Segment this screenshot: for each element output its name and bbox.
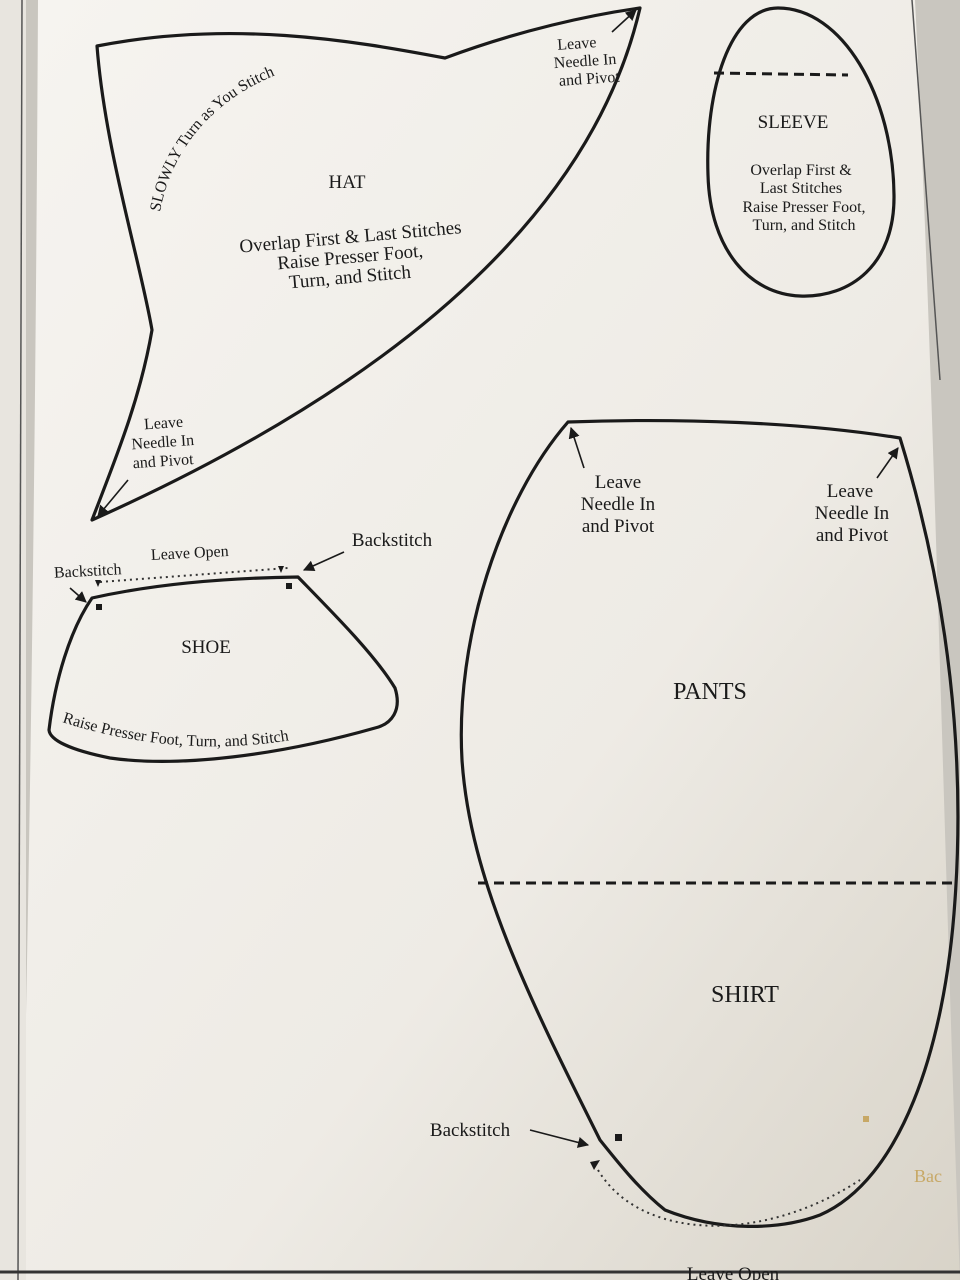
hat-pivot-bottom-arrow [97, 479, 129, 517]
page-border-right [911, 0, 941, 381]
shirt-backstitch-label: Backstitch [430, 1120, 511, 1141]
pants-shirt-outline [459, 418, 960, 1228]
hat-pivot-bottom-line-2: Needle In [131, 432, 195, 453]
shoe-title: SHOE [181, 637, 231, 658]
hat-pivot-top-arrow [611, 9, 637, 33]
page-sheet [20, 0, 960, 1280]
hat-outline [90, 6, 642, 522]
shoe-leave-open-tick-left [95, 580, 101, 587]
pants-pivot-left-arrow [568, 426, 585, 469]
shoe-backstitch-mark-left [96, 604, 102, 610]
pants-pivot-left-line-3: and Pivot [582, 516, 655, 537]
sleeve-outline [706, 6, 896, 298]
pants-pivot-right-line-1: Leave [827, 481, 873, 502]
pants-shirt-piece: PANTS Leave Needle In and Pivot Leave Ne… [430, 418, 960, 1280]
shoe-backstitch-left-label: Backstitch [54, 561, 122, 582]
pants-pivot-right-arrow [876, 447, 899, 479]
pants-pivot-left-line-1: Leave [595, 472, 641, 493]
shoe-backstitch-left-arrow [69, 587, 87, 603]
hat-pivot-bottom-line-3: and Pivot [132, 451, 194, 472]
sleeve-instruction-line-2: Last Stitches [760, 180, 842, 197]
shoe-outline [47, 575, 399, 763]
shoe-backstitch-right-label: Backstitch [352, 530, 433, 551]
shoe-backstitch-mark-right [286, 583, 292, 589]
page-border-left [17, 0, 23, 1280]
sleeve-instruction-line-4: Turn, and Stitch [753, 217, 856, 234]
sleeve-instruction-line-1: Overlap First & [750, 162, 852, 179]
hat-pivot-bottom-line-1: Leave [143, 414, 183, 434]
shoe-leave-open-label: Leave Open [151, 543, 230, 564]
sleeve-piece: SLEEVE Overlap First & Last Stitches Rai… [706, 6, 896, 298]
shirt-leave-open-line [597, 1169, 861, 1227]
sleeve-fold-line [713, 71, 849, 77]
shoe-leave-open-line [99, 567, 289, 583]
pants-pivot-right-line-2: Needle In [815, 503, 890, 524]
pants-pivot-right-line-3: and Pivot [816, 525, 889, 546]
shirt-backstitch-mark [615, 1134, 622, 1141]
hat-title: HAT [329, 172, 366, 193]
sleeve-instruction-line-3: Raise Presser Foot, [742, 199, 865, 216]
hat-pivot-bottom-label: Leave Needle In and Pivot [131, 414, 195, 473]
shirt-title: SHIRT [711, 982, 779, 1008]
shirt-backstitch-arrow [529, 1129, 590, 1148]
shirt-leave-open-label: Leave Open [687, 1264, 780, 1280]
shirt-leave-open-tick [590, 1160, 600, 1170]
pants-pivot-left-line-2: Needle In [581, 494, 656, 515]
hat-pivot-top-line-1: Leave [557, 34, 597, 54]
shoe-backstitch-right-arrow [302, 551, 345, 571]
shirt-partial-label: Bac [914, 1166, 942, 1186]
hat-pivot-top-line-2: Needle In [553, 51, 617, 72]
hat-pivot-top-line-3: and Pivot [558, 69, 620, 90]
hat-pivot-top-label: Leave Needle In and Pivot [553, 34, 621, 90]
shoe-leave-open-tick-right [278, 566, 284, 573]
pants-title: PANTS [673, 679, 747, 705]
shirt-backstitch-mark-right [863, 1116, 869, 1122]
sleeve-title: SLEEVE [758, 112, 829, 133]
